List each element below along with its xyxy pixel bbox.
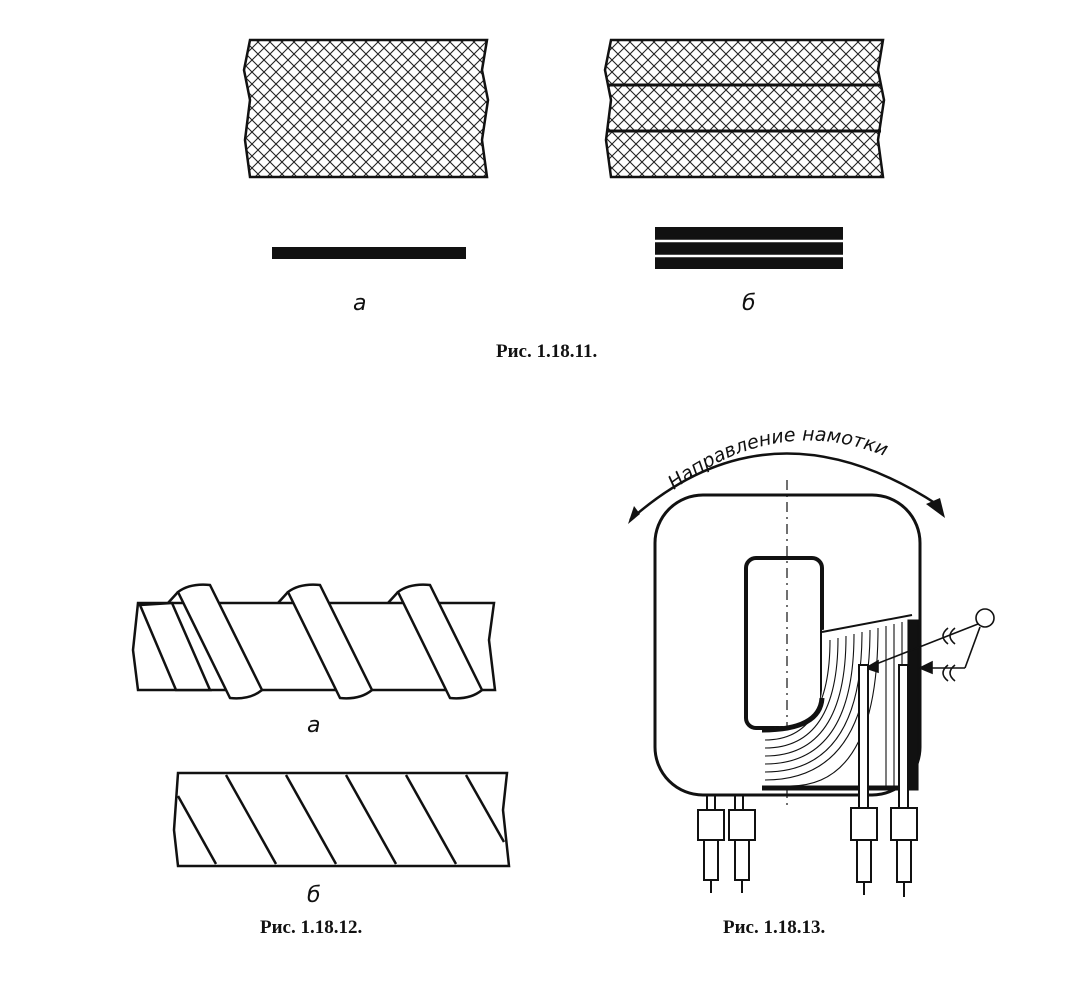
lead-wires <box>697 664 918 897</box>
fig11-panel-a-label: а <box>353 291 366 316</box>
fig12-panel-a-wrapped-rod <box>131 583 497 700</box>
test-probes <box>864 608 995 682</box>
fig11-caption: Рис. 1.18.11. <box>496 341 597 362</box>
fig-1-18-13: Направление намотки <box>628 423 995 938</box>
fig-1-18-12: а б Рис. 1.18.12. <box>131 583 511 938</box>
fig12-panel-b-label: б <box>307 883 321 908</box>
fig12-panel-a-label: а <box>307 713 320 738</box>
fig11-panel-a-strip <box>272 247 466 259</box>
fig11-panel-b-hatched-layers <box>603 38 886 179</box>
fig12-panel-b-striped-band <box>172 771 511 868</box>
fig11-panel-b-label: б <box>742 291 756 316</box>
fig-1-18-11: а б Рис. 1.18.11. <box>242 38 886 362</box>
fig11-panel-b-strip <box>655 227 843 269</box>
fig11-panel-a-hatched-layer <box>242 38 490 179</box>
winding-direction-arrow <box>628 452 945 524</box>
fig13-caption: Рис. 1.18.13. <box>723 917 825 938</box>
winding-direction-label: Направление намотки <box>664 423 891 494</box>
fig12-caption: Рис. 1.18.12. <box>260 917 362 938</box>
